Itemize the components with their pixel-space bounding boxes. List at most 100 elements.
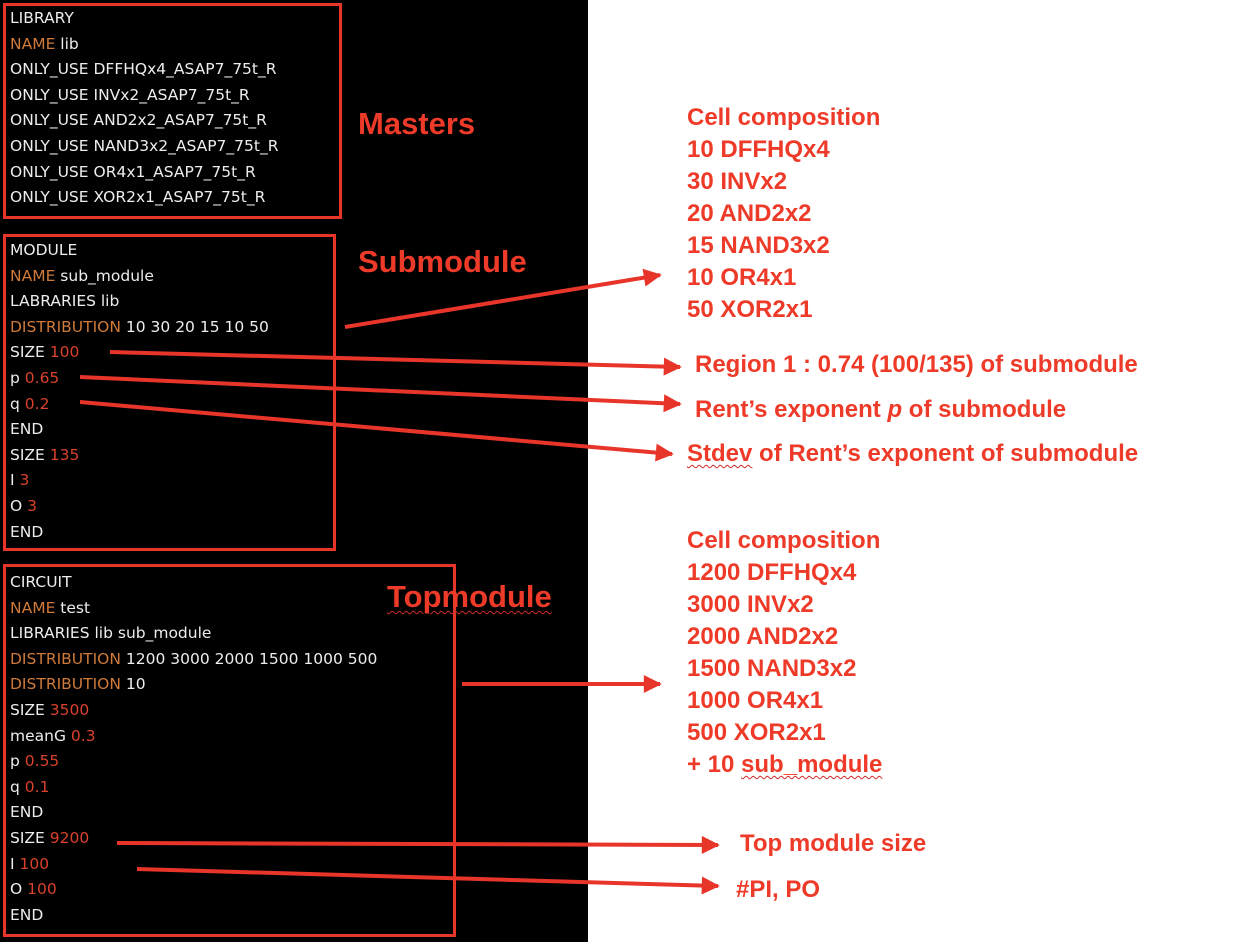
stdev-arrow [79,400,674,462]
code-keyword: DISTRIBUTION [10,649,121,668]
code-text: ONLY_USE INVx2_ASAP7_75t_R [10,85,250,104]
code-text: I [10,471,20,490]
code-line: p 0.55 [10,749,59,774]
code-line: p 0.65 [10,366,59,391]
code-number: 100 [19,854,50,873]
code-text: O [10,497,28,515]
sub-composition-item: 20 AND2x2 [687,200,812,227]
code-text: test [55,598,91,617]
code-keyword: DISTRIBUTION [10,675,121,694]
code-keyword: DISTRIBUTION [10,317,121,336]
code-text: 10 [120,675,146,694]
code-text: ONLY_USE NAND3x2_ASAP7_75t_R [10,137,279,155]
code-number: 0.1 [24,777,50,796]
code-text: O [10,880,28,899]
rent-p-symbol: p [887,396,903,423]
code-text: q [10,777,25,796]
masters-label: Masters [358,106,476,141]
code-keyword: NAME [10,598,56,617]
code-line: LIBRARY [10,6,74,31]
code-text: ONLY_USE DFFHQx4_ASAP7_75t_R [10,60,277,79]
code-text: END [10,522,44,541]
code-text: lib [55,34,79,53]
code-line: MODULE [10,238,77,263]
topmodule-label: Topmodule [387,579,552,614]
code-text: p [10,752,25,771]
top-composition-item: 1200 DFFHQx4 [687,559,857,586]
code-line: O 100 [10,877,57,902]
code-line: ONLY_USE DFFHQx4_ASAP7_75t_R [10,57,277,82]
code-line: ONLY_USE AND2x2_ASAP7_75t_R [10,108,267,133]
rent-p-suffix: of submodule [902,396,1067,423]
stdev-rest: of Rent’s exponent of submodule [752,440,1139,467]
code-text: 1200 3000 2000 1500 1000 500 [120,649,378,668]
code-line: O 3 [10,494,37,519]
code-number: 100 [49,343,80,362]
code-text: LIBRARIES lib sub_module [10,624,212,643]
code-line: END [10,520,43,545]
sub-composition-item: 10 DFFHQx4 [687,136,830,163]
code-text: I [10,854,20,873]
top-composition-submodule: + 10 sub_module [687,749,882,781]
code-number: 135 [49,445,80,464]
code-text: END [10,420,44,439]
code-number: 3 [27,497,38,515]
code-text: MODULE [10,241,78,259]
code-text: END [10,905,44,924]
top-composition-item: 2000 AND2x2 [687,623,839,650]
code-text: LABRARIES lib [10,292,120,311]
sub-composition: Cell composition 10 DFFHQx4 30 INVx2 20 … [687,102,880,326]
region1-arrow [109,350,682,376]
code-line: NAME lib [10,32,79,57]
top-size-arrow [116,835,720,854]
code-line: I 100 [10,852,49,877]
code-text: LIBRARY [10,9,74,27]
top-composition-title: Cell composition [687,527,881,554]
code-line: LABRARIES lib [10,289,119,314]
code-text: END [10,803,44,822]
code-line: SIZE 3500 [10,698,89,723]
code-line: SIZE 9200 [10,826,89,851]
top-composition-submodule-count: + 10 [687,751,742,778]
code-text: q [10,394,25,413]
code-line: END [10,903,43,928]
code-text: ONLY_USE OR4x1_ASAP7_75t_R [10,162,256,181]
top-composition: Cell composition 1200 DFFHQx4 3000 INVx2… [687,525,882,781]
code-line: ONLY_USE XOR2x1_ASAP7_75t_R [10,185,265,210]
code-line: meanG 0.3 [10,724,96,749]
code-text: meanG [10,726,71,745]
rent-p-prefix: Rent’s exponent [695,396,888,423]
code-line: q 0.1 [10,775,49,800]
pi-po-note: #PI, PO [736,876,821,903]
code-line: NAME sub_module [10,264,154,289]
code-text: SIZE [10,343,50,362]
sub-composition-item: 10 OR4x1 [687,264,797,291]
code-line: SIZE 100 [10,340,79,365]
code-line: END [10,800,43,825]
code-text: SIZE [10,829,50,847]
code-line: ONLY_USE INVx2_ASAP7_75t_R [10,83,250,108]
code-keyword: NAME [10,34,56,53]
code-number: 0.65 [24,369,60,387]
code-number: 0.55 [24,752,60,771]
code-text: ONLY_USE XOR2x1_ASAP7_75t_R [10,188,266,207]
module-box [3,234,336,551]
code-line: ONLY_USE OR4x1_ASAP7_75t_R [10,160,256,185]
code-line: CIRCUIT [10,570,72,595]
code-text: 10 30 20 15 10 50 [120,317,269,336]
code-text: ONLY_USE AND2x2_ASAP7_75t_R [10,111,267,130]
region1-note: Region 1 : 0.74 (100/135) of submodule [695,351,1138,378]
code-number: 0.2 [24,394,50,413]
code-number: 0.3 [70,726,96,745]
code-text: sub_module [55,266,154,285]
rent-p-arrow [79,375,682,413]
rent-p-note: Rent’s exponent p of submodule [695,396,1066,424]
distribution-arrow [344,268,662,329]
code-text: SIZE [10,701,50,719]
top-composition-item: 1500 NAND3x2 [687,655,857,682]
code-line: DISTRIBUTION 10 30 20 15 10 50 [10,315,269,340]
library-box [3,3,342,219]
code-line: SIZE 135 [10,443,79,468]
code-line: ONLY_USE NAND3x2_ASAP7_75t_R [10,134,278,159]
